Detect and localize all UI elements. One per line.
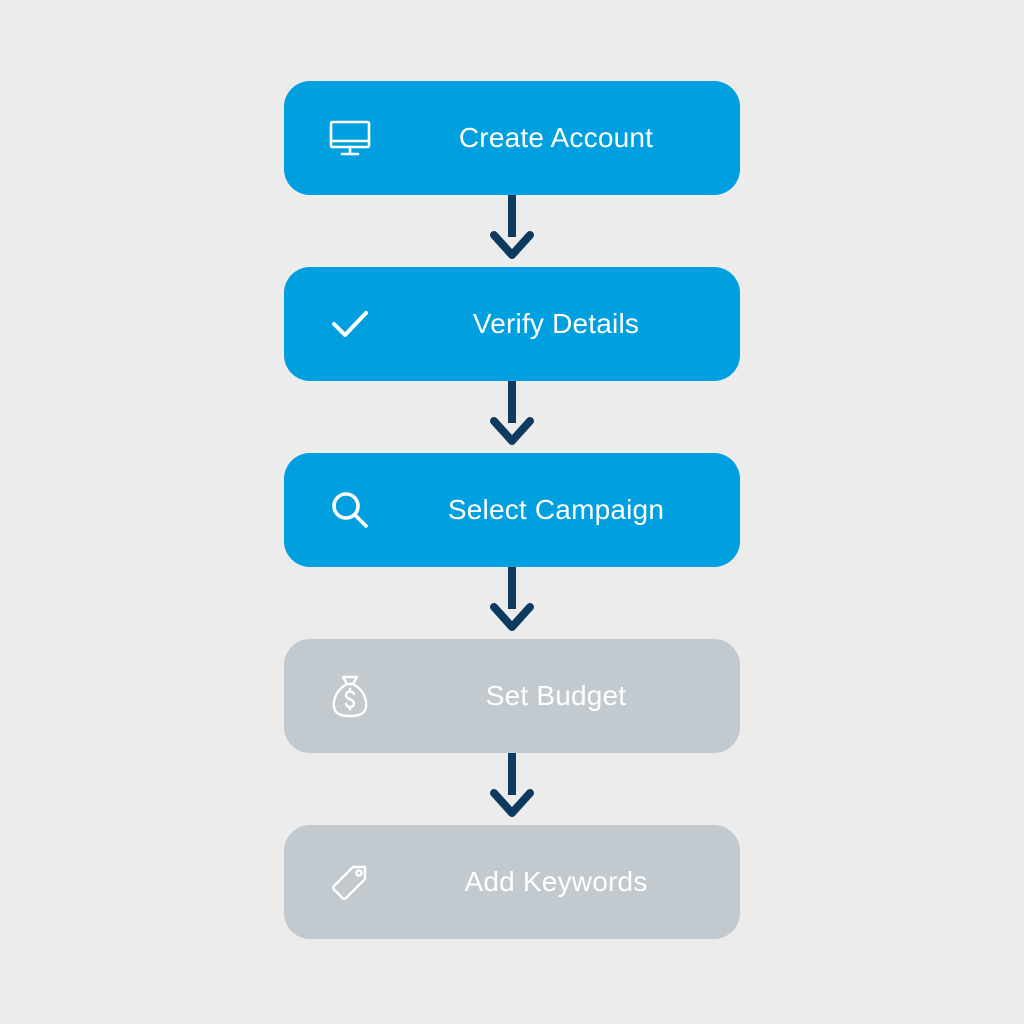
monitor-icon [328,116,372,160]
step-verify-details[interactable]: Verify Details [284,267,740,381]
step-create-account[interactable]: Create Account [284,81,740,195]
arrow-down-icon [284,567,740,639]
step-label: Select Campaign [447,494,665,525]
step-label: Create Account [458,122,654,153]
step-select-campaign[interactable]: Select Campaign [284,453,740,567]
arrow-down-icon [284,381,740,453]
arrow-down-icon [284,195,740,267]
step-label: Verify Details [472,308,640,339]
money-bag-icon [328,674,372,718]
step-label: Add Keywords [464,866,648,897]
search-icon [328,488,372,532]
checkmark-icon [328,302,372,346]
step-add-keywords[interactable]: Add Keywords [284,825,740,939]
tag-icon [328,860,372,904]
step-label: Set Budget [485,680,627,711]
process-flow: Create Account Verify Details Select Cam… [284,81,740,939]
step-set-budget[interactable]: Set Budget [284,639,740,753]
arrow-down-icon [284,753,740,825]
